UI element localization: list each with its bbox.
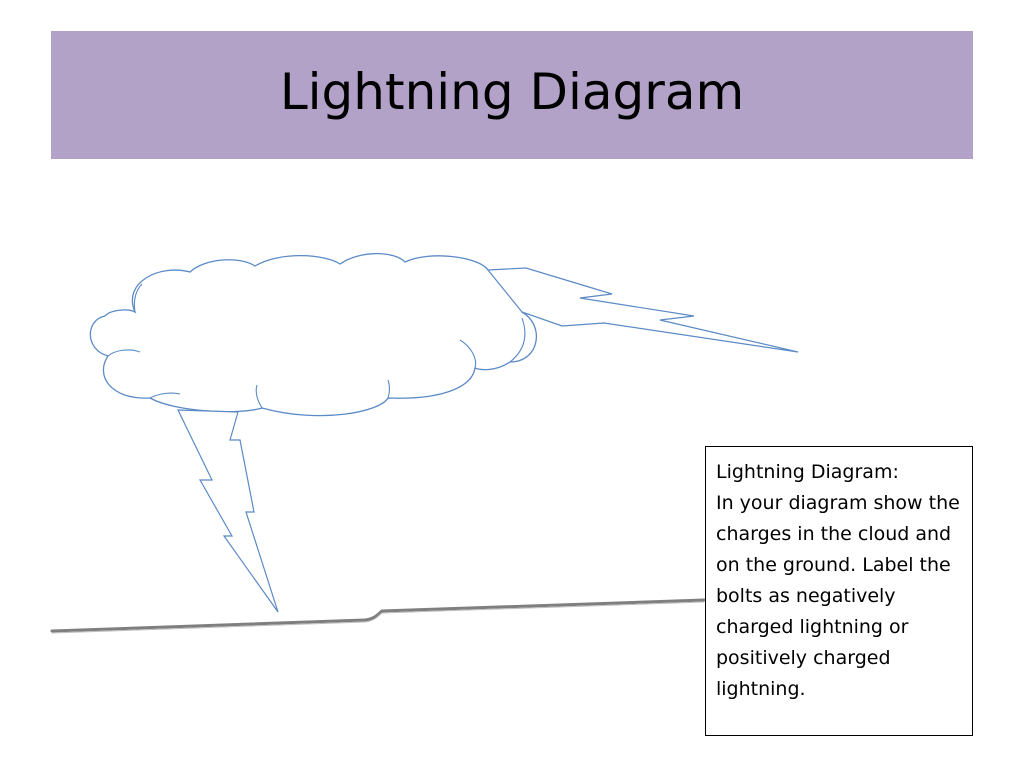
slide-title: Lightning Diagram [279, 63, 745, 121]
ground-line-highlight [51, 601, 705, 634]
lightning-bolt-horizontal [486, 267, 799, 353]
lightning-bolt-vertical [177, 409, 279, 613]
instructions-heading: Lightning Diagram: [716, 461, 899, 483]
cloud-contour-2 [149, 392, 181, 399]
cloud-contour-6 [509, 317, 526, 363]
cloud-contour-4 [387, 379, 391, 399]
title-banner: Lightning Diagram [51, 31, 973, 159]
storm-cloud [89, 253, 538, 417]
ground-line [50, 598, 706, 633]
cloud-contour-3 [255, 384, 263, 409]
instructions-body: In your diagram show the charges in the … [716, 492, 960, 700]
cloud-contour-1 [107, 349, 141, 357]
cloud-contour-5 [459, 339, 477, 369]
instructions-textbox: Lightning Diagram: In your diagram show … [705, 446, 973, 736]
cloud-contour-7 [133, 283, 143, 313]
